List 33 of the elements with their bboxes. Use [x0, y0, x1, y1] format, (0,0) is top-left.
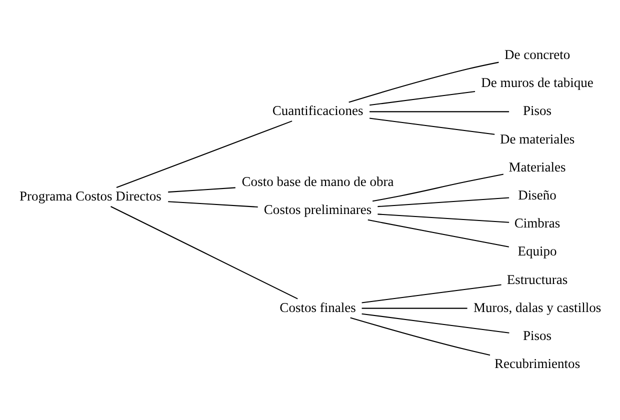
connector: [362, 308, 468, 309]
connector: [362, 284, 502, 304]
connector: [362, 313, 510, 334]
node-text: Cuantificaciones: [272, 103, 364, 118]
node-text: Muros, dalas y castillos: [473, 300, 602, 315]
connector: [370, 111, 510, 112]
connector: [110, 206, 298, 300]
connector: [372, 174, 504, 202]
connector: [369, 118, 495, 135]
connector: [168, 187, 236, 193]
node-text: De muros de tabique: [481, 75, 594, 90]
connector: [378, 214, 510, 223]
connector: [378, 197, 510, 208]
node-text: Programa Costos Directos: [20, 188, 162, 204]
node-text: Costos finales: [280, 300, 356, 315]
node-text: Costos preliminares: [264, 202, 372, 218]
connector: [368, 219, 510, 248]
connector: [168, 201, 258, 208]
node-text: Costo base de mano de obra: [242, 174, 394, 189]
connector: [116, 120, 292, 188]
node-text: Recubrimientos: [494, 356, 580, 372]
node-text: De materiales: [500, 131, 575, 146]
node-text: Pisos: [523, 103, 552, 118]
node-text: Cimbras: [514, 216, 560, 231]
connector: [369, 91, 476, 106]
node-text: De concreto: [504, 47, 570, 62]
node-text: Estructuras: [506, 272, 568, 287]
node-text: Diseño: [518, 187, 556, 202]
connector: [350, 317, 490, 356]
node-text: Materiales: [508, 159, 566, 174]
node-text: Equipo: [518, 244, 557, 259]
connector: [348, 62, 499, 103]
node-text: Pisos: [523, 328, 552, 343]
